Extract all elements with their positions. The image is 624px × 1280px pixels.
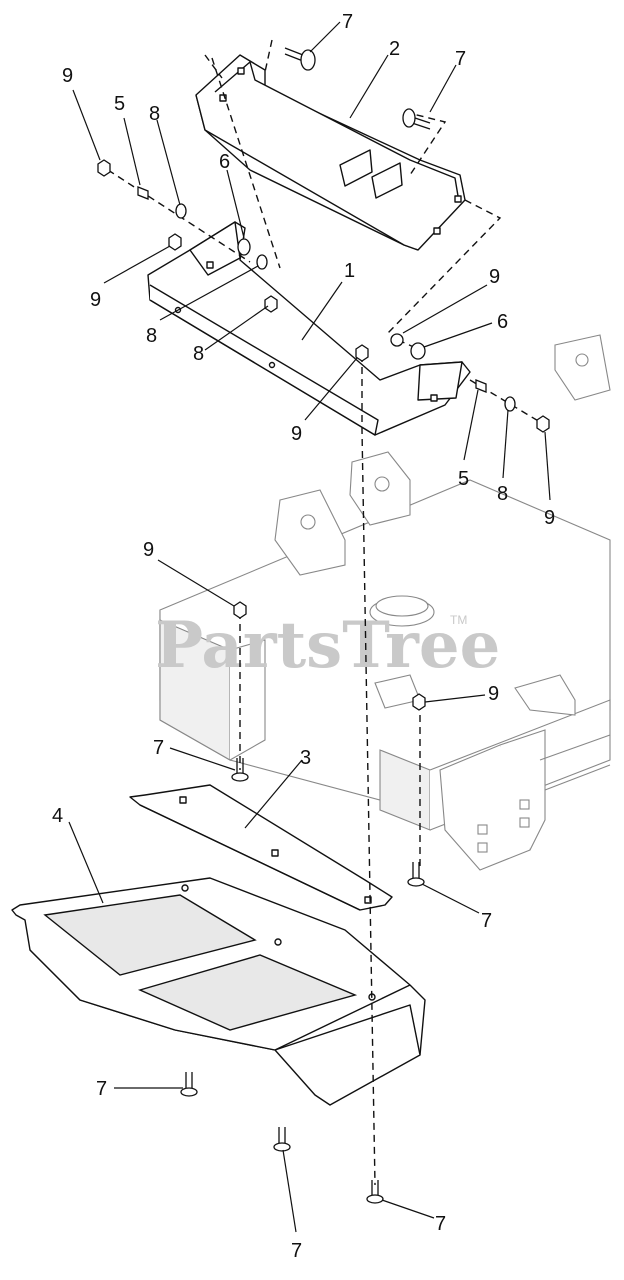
mower-frame: [159, 334, 611, 871]
callout-1: 1: [344, 260, 355, 282]
part-1-mounting-plate: [147, 221, 471, 436]
callout-labels: 7 2 7 9 5 8 6 9 1 8 9 8 6 9 5 8 9 9 9 7 …: [52, 11, 555, 1262]
bolt-7g: [366, 1180, 384, 1204]
washer-8b: [256, 254, 268, 270]
leader-lines: [68, 21, 551, 1233]
callout-8-b: 8: [146, 325, 157, 347]
callout-9-e: 9: [544, 507, 555, 529]
callout-7-f: 7: [435, 1213, 446, 1235]
callout-6-a: 6: [219, 151, 230, 173]
hardware: [97, 47, 550, 1204]
spacer-5a: [137, 186, 149, 200]
callout-9-f: 9: [143, 539, 154, 561]
nut-9a: [97, 159, 111, 177]
bolt-7e: [180, 1072, 198, 1097]
callout-9-d: 9: [291, 423, 302, 445]
part-4-foot-plate: [11, 877, 426, 1106]
bolt-7f: [273, 1127, 291, 1152]
callout-4: 4: [52, 805, 63, 827]
callout-5-a: 5: [114, 93, 125, 115]
callout-9-a: 9: [62, 65, 73, 87]
part-2-upper-bracket: [195, 54, 466, 251]
callout-2: 2: [389, 38, 400, 60]
callout-3: 3: [300, 747, 311, 769]
nut-9e: [536, 415, 550, 433]
callout-9-c: 8: [193, 343, 204, 365]
callout-8-c: 9: [489, 266, 500, 288]
nut-9g: [412, 693, 426, 711]
callout-5-b: 5: [458, 468, 469, 490]
washer-8c: [390, 333, 404, 347]
watermark-trademark: TM: [450, 613, 467, 627]
washer-8a: [175, 203, 187, 219]
callout-7-e: 7: [96, 1078, 107, 1100]
callout-6-b: 6: [497, 311, 508, 333]
watermark-brand: PartsTree: [155, 608, 500, 683]
callout-7-g: 7: [291, 1240, 302, 1262]
bushing-6a: [237, 238, 251, 256]
callout-7-c: 7: [153, 737, 164, 759]
bolt-7c: [231, 758, 249, 782]
callout-9-b: 9: [90, 289, 101, 311]
watermark: PartsTree TM: [155, 608, 500, 683]
bolt-7d: [407, 862, 425, 887]
bolt-top-right: [402, 108, 431, 130]
part-3-skid-strip: [129, 784, 393, 911]
callout-8-d: 8: [497, 483, 508, 505]
callout-7-top-right: 7: [455, 48, 466, 70]
callout-7-top-left: 7: [342, 11, 353, 33]
bolt-top-left: [284, 47, 316, 71]
callout-7-d: 7: [481, 910, 492, 932]
spacer-5b: [475, 379, 487, 393]
nut-9c: [264, 295, 278, 313]
nut-9b: [168, 233, 182, 251]
bushing-6b: [410, 342, 426, 360]
callout-8-a: 8: [149, 103, 160, 125]
nut-9d: [355, 344, 369, 362]
callout-9-g: 9: [488, 683, 499, 705]
nut-9f: [233, 601, 247, 619]
washer-8d: [504, 396, 516, 412]
